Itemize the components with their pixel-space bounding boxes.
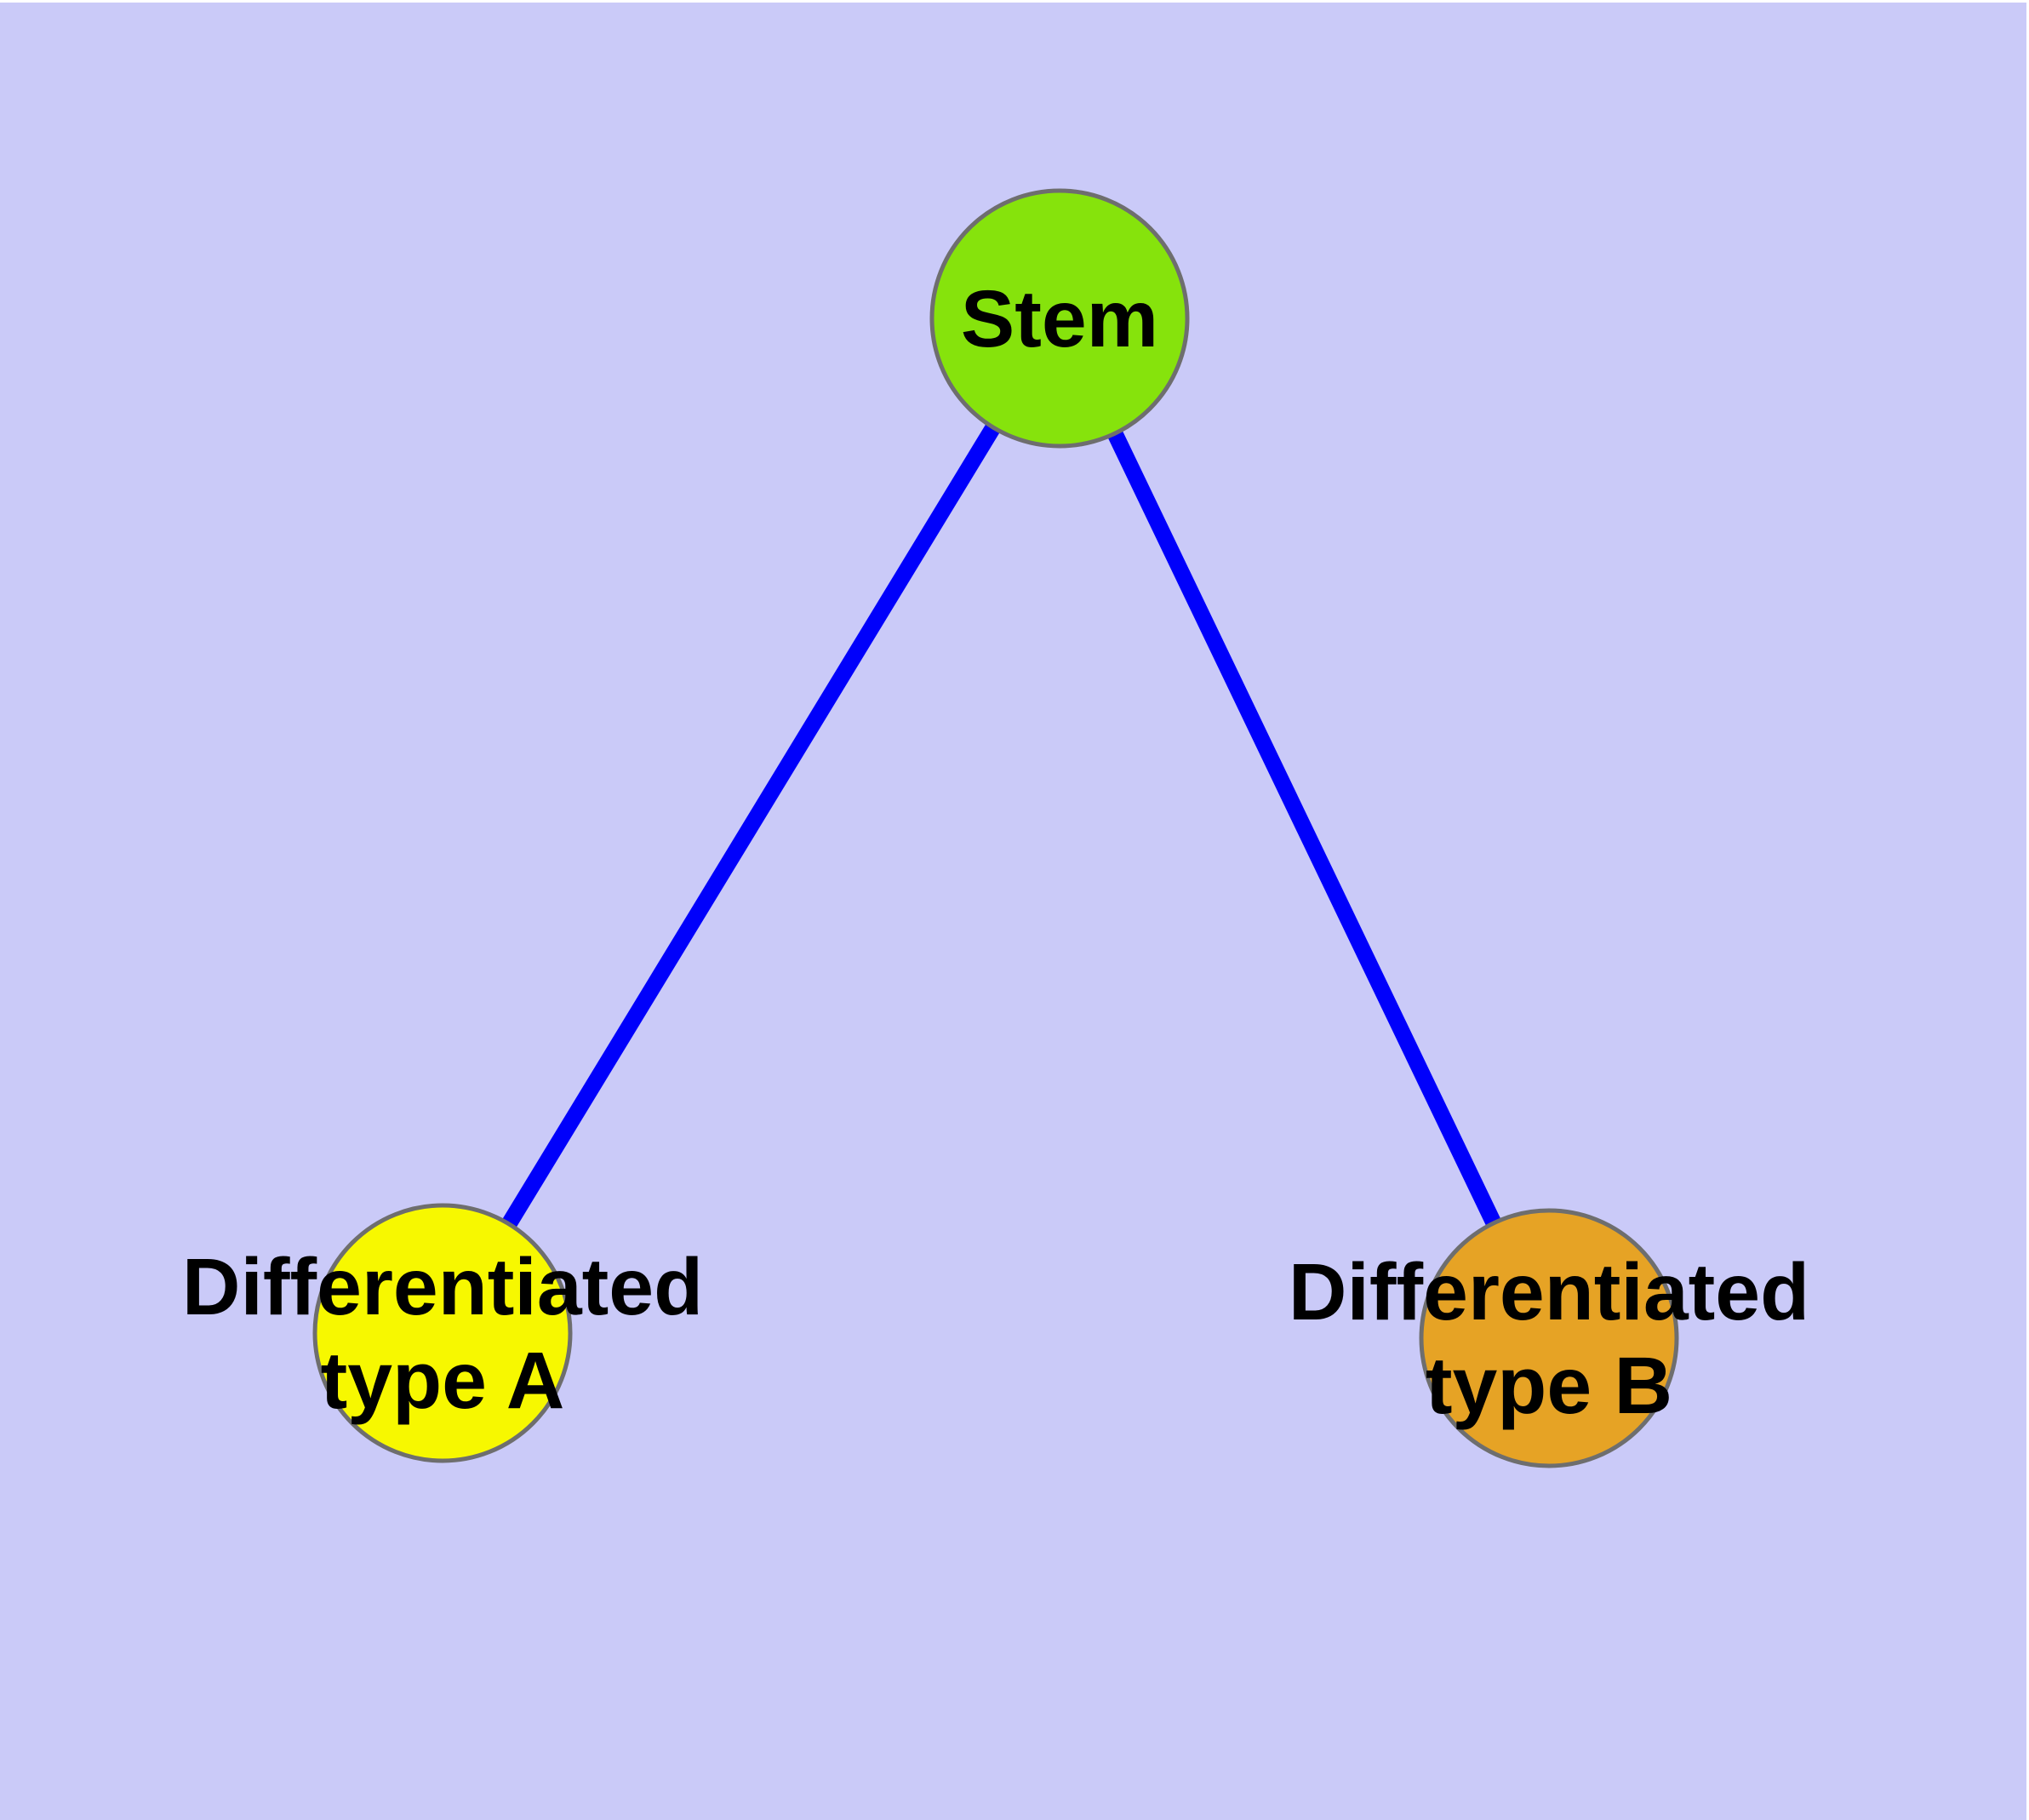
node-type-a-label-line-1: Differentiated — [182, 1242, 703, 1332]
node-differentiated-type-a — [312, 1203, 573, 1463]
node-stem — [929, 188, 1190, 449]
node-differentiated-type-b — [1419, 1208, 1679, 1468]
node-type-a-label-line-2: type A — [321, 1336, 565, 1426]
edge-stem-to-type-a — [435, 314, 1067, 1337]
node-type-b-label-line-2: type B — [1426, 1341, 1672, 1431]
edge-stem-to-type-b — [1052, 314, 1557, 1342]
node-type-b-label-line-1: Differentiated — [1289, 1247, 1809, 1337]
node-stem-label: Stem — [961, 274, 1158, 364]
